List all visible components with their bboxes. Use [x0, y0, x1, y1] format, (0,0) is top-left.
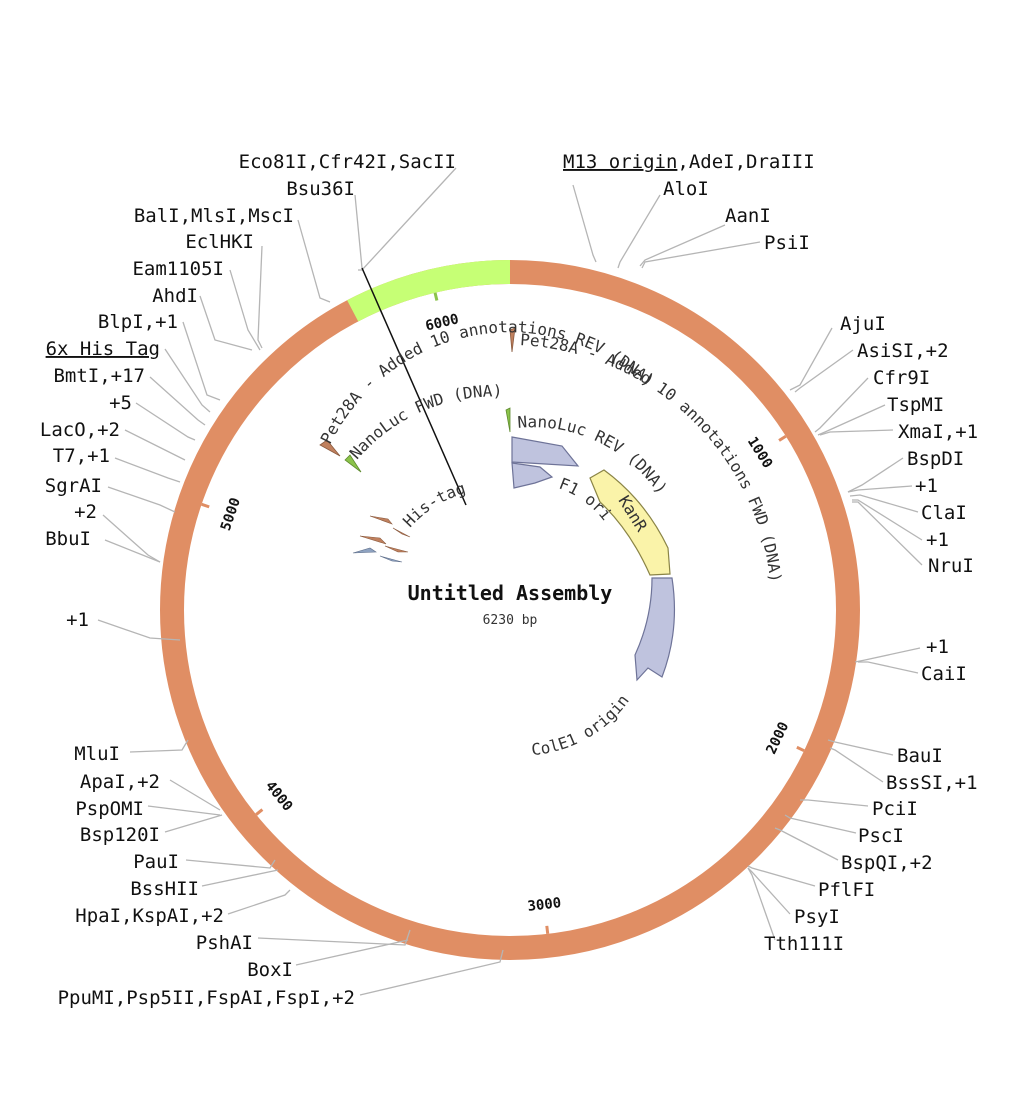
- enzyme-label[interactable]: PspOMI: [75, 798, 144, 820]
- tick-label: 5000: [218, 496, 244, 533]
- tick-label: 1000: [744, 434, 776, 471]
- enzyme-label[interactable]: PscI: [858, 825, 904, 847]
- enzyme-label[interactable]: TspMI: [887, 394, 944, 416]
- enzyme-leader-lines: [97, 167, 923, 996]
- enzyme-label[interactable]: LacO,+2: [40, 419, 120, 441]
- enzyme-label[interactable]: MluI: [74, 743, 120, 765]
- enzyme-label[interactable]: BspQI,+2: [841, 852, 933, 874]
- primer-nanoluc-fwd[interactable]: [344, 454, 362, 473]
- enzyme-label[interactable]: BssHII: [130, 878, 199, 900]
- enzyme-label[interactable]: M13 origin,AdeI,DraIII: [563, 151, 815, 173]
- tick-mark: [433, 292, 439, 301]
- tick-mark: [255, 808, 264, 816]
- tick-label: 6000: [424, 311, 460, 334]
- tick-label: 2000: [763, 720, 792, 757]
- enzyme-label[interactable]: Eam1105I: [132, 258, 224, 280]
- insert-segment: [347, 260, 511, 322]
- enzyme-label[interactable]: PsyI: [794, 906, 840, 928]
- tick-mark: [778, 434, 787, 442]
- enzyme-label-rest: ,AdeI,DraIII: [677, 151, 814, 173]
- primer-pet28a-rev[interactable]: [509, 327, 516, 353]
- his-tag-mark: [392, 527, 411, 538]
- enzyme-label[interactable]: Bsp120I: [80, 824, 160, 846]
- enzyme-label[interactable]: Cfr9I: [873, 367, 930, 389]
- enzyme-label[interactable]: PciI: [872, 798, 918, 820]
- backbone-arc: [160, 260, 860, 960]
- his-tag-mark: [369, 515, 393, 525]
- annotation-label[interactable]: His-tag: [399, 478, 468, 530]
- feature-label-m13-origin[interactable]: M13 origin: [563, 151, 677, 173]
- enzyme-label[interactable]: +1: [926, 529, 949, 551]
- enzyme-label[interactable]: ApaI,+2: [80, 771, 160, 793]
- enzyme-labels-left: Eco81I,Cfr42I,SacII Bsu36I BalI,MlsI,Msc…: [40, 151, 456, 1009]
- feature-label-his-tag[interactable]: 6x His Tag: [46, 338, 160, 360]
- enzyme-label[interactable]: BlpI,+1: [98, 311, 178, 333]
- enzyme-label[interactable]: AjuI: [840, 313, 886, 335]
- enzyme-label[interactable]: +1: [926, 636, 949, 658]
- enzyme-label[interactable]: XmaI,+1: [898, 421, 978, 443]
- enzyme-label[interactable]: BauI: [897, 745, 943, 767]
- enzyme-label[interactable]: AloI: [663, 178, 709, 200]
- enzyme-label[interactable]: BbuI: [45, 528, 91, 550]
- enzyme-label[interactable]: BspDI: [907, 448, 964, 470]
- enzyme-label[interactable]: BalI,MlsI,MscI: [134, 205, 294, 227]
- backbone-ring: [160, 260, 860, 960]
- inner-features: Pet28A - Added 10 annotations REV (DNA) …: [317, 317, 786, 759]
- enzyme-label[interactable]: +5: [109, 392, 132, 414]
- primer-pet28a-fwd[interactable]: [319, 439, 341, 457]
- selection-cursor-line: [361, 267, 467, 506]
- enzyme-label[interactable]: EclHKI: [185, 231, 254, 253]
- enzyme-label[interactable]: AsiSI,+2: [857, 340, 949, 362]
- feature-nanoluc[interactable]: [511, 436, 580, 467]
- enzyme-label[interactable]: PshAI: [196, 932, 253, 954]
- plasmid-name: Untitled Assembly: [408, 581, 613, 605]
- enzyme-label[interactable]: NruI: [928, 555, 974, 577]
- enzyme-label[interactable]: BssSI,+1: [886, 772, 978, 794]
- enzyme-label[interactable]: BmtI,+17: [53, 365, 145, 387]
- enzyme-label[interactable]: Tth111I: [764, 933, 844, 955]
- enzyme-label[interactable]: Eco81I,Cfr42I,SacII: [239, 151, 456, 173]
- enzyme-label[interactable]: SgrAI: [45, 475, 102, 497]
- enzyme-label[interactable]: Bsu36I: [286, 178, 355, 200]
- tick-label: 3000: [527, 895, 562, 915]
- enzyme-label[interactable]: HpaI,KspAI,+2: [75, 905, 224, 927]
- primer-nanoluc-rev[interactable]: [505, 407, 511, 433]
- enzyme-label[interactable]: ClaI: [921, 502, 967, 524]
- enzyme-labels-right: M13 origin,AdeI,DraIII AloI AanI PsiI Aj…: [563, 151, 978, 955]
- tick-label: 4000: [262, 778, 296, 814]
- enzyme-label[interactable]: AanI: [725, 205, 771, 227]
- his-tag-mark: [379, 555, 403, 563]
- enzyme-label[interactable]: PsiI: [764, 232, 810, 254]
- his-tag-mark: [359, 535, 387, 545]
- enzyme-label[interactable]: T7,+1: [53, 445, 110, 467]
- enzyme-label[interactable]: +2: [74, 501, 97, 523]
- enzyme-label[interactable]: PpuMI,Psp5II,FspAI,FspI,+2: [58, 987, 355, 1009]
- enzyme-label[interactable]: CaiI: [921, 663, 967, 685]
- enzyme-label[interactable]: +1: [66, 609, 89, 631]
- his-tag-features[interactable]: [352, 515, 411, 563]
- enzyme-label[interactable]: PauI: [133, 851, 179, 873]
- plasmid-length: 6230 bp: [483, 613, 538, 628]
- tick-mark: [201, 502, 210, 509]
- enzyme-label[interactable]: PflFI: [818, 879, 875, 901]
- tick-mark: [545, 925, 550, 934]
- annotation-label[interactable]: ColE1 origin: [530, 691, 632, 759]
- his-tag-mark: [352, 547, 377, 554]
- feature-f1-ori[interactable]: [511, 462, 554, 489]
- tick-mark: [796, 745, 805, 753]
- enzyme-label[interactable]: AhdI: [152, 285, 198, 307]
- enzyme-label[interactable]: +1: [915, 475, 938, 497]
- his-tag-mark: [384, 545, 409, 553]
- enzyme-label[interactable]: BoxI: [247, 959, 293, 981]
- feature-kanr[interactable]: [589, 469, 671, 576]
- feature-cole1-origin[interactable]: [634, 577, 676, 682]
